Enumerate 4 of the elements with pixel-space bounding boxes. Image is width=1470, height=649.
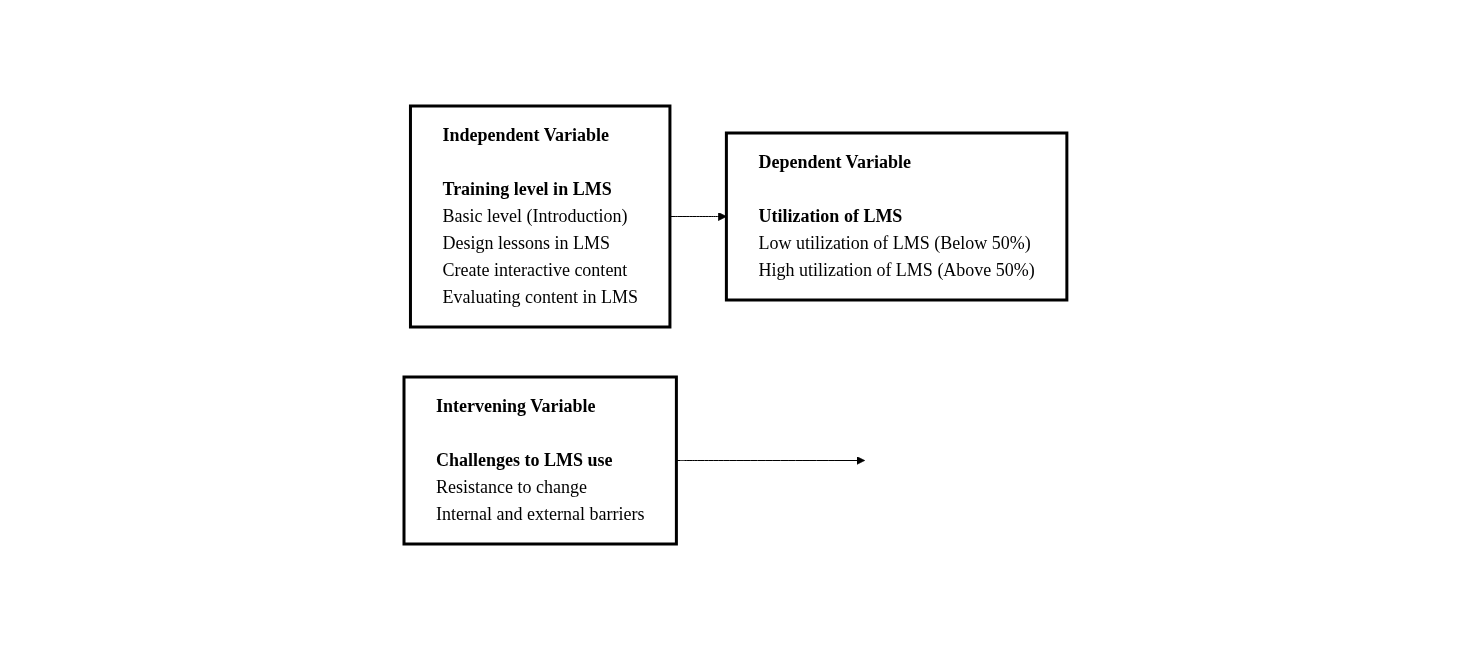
node-box: Intervening Variable Challenges to LMS use Resistance to change Internal and external barriers [402,375,678,545]
node-box: Dependent Variable Utilization of LMS Low utilization of LMS (Below 50%) High utilization of LMS (Above 50%) [724,131,1068,301]
node-box: Independent Variable Training level in LMS Basic level (Introduction) Design lessons in LMS Create interactive content Evaluating content in LMS [408,104,671,328]
arrow [675,455,865,465]
